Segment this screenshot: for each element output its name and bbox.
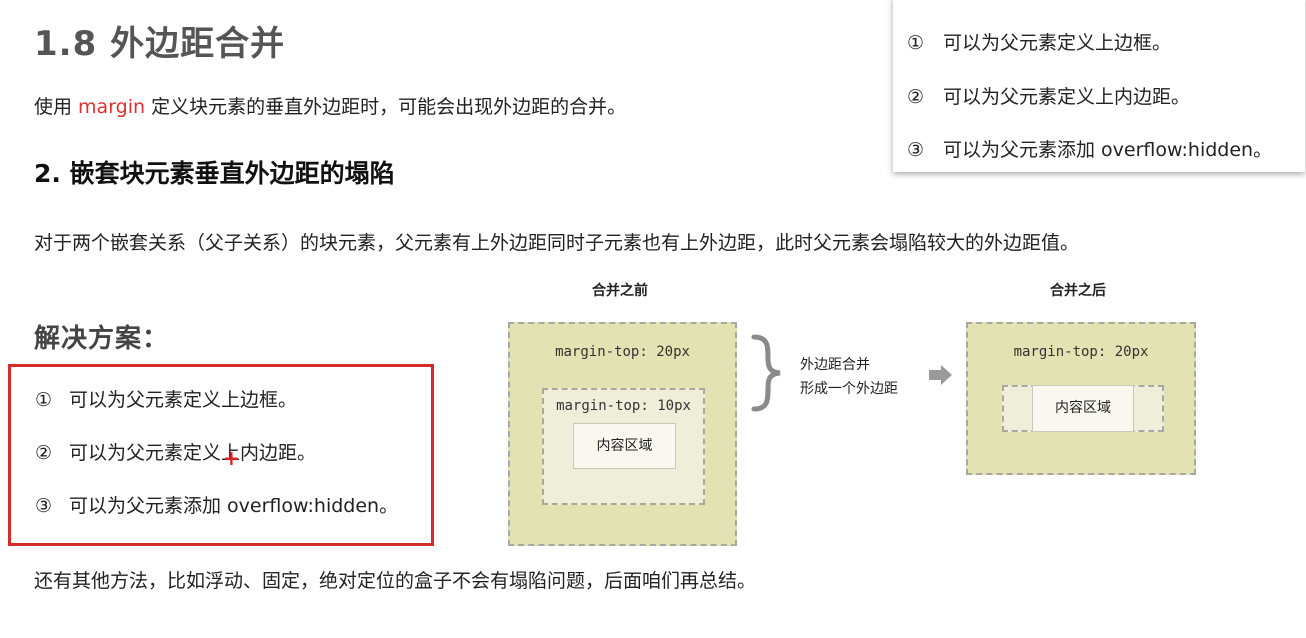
item-number: ②: [35, 442, 53, 464]
section-description: 对于两个嵌套关系（父子关系）的块元素，父元素有上外边距同时子元素也有上外边距，此…: [34, 232, 1080, 254]
intro-keyword: margin: [78, 96, 146, 118]
popup-item: ① 可以为父元素定义上边框。: [907, 28, 1171, 55]
popup-item: ③ 可以为父元素添加 overflow:hidden。: [907, 135, 1272, 162]
solution-title: 解决方案：: [34, 324, 170, 354]
before-inner-box: margin-top: 10px 内容区域: [542, 388, 705, 505]
item-text: 可以为父元素添加 overflow:hidden。: [69, 495, 399, 517]
arrow-right-icon: [929, 365, 952, 385]
after-inner-box: 内容区域: [1002, 385, 1164, 432]
solution-highlight-box: ① 可以为父元素定义上边框。 ② 可以为父元素定义上内边距。 ③ 可以为父元素添加 o…: [8, 364, 434, 546]
item-number: ②: [907, 86, 925, 108]
merge-caption: 外边距合并 形成一个外边距: [800, 353, 898, 401]
item-number: ③: [907, 139, 925, 161]
after-outer-margin-label: margin-top: 20px: [1013, 344, 1149, 360]
popup-panel: ① 可以为父元素定义上边框。 ② 可以为父元素定义上内边距。 ③ 可以为父元素添加 o…: [893, 0, 1305, 172]
item-text: 可以为父元素定义上内边距。: [69, 442, 317, 464]
footer-note: 还有其他方法，比如浮动、固定，绝对定位的盒子不会有塌陷问题，后面咱们再总结。: [34, 570, 757, 592]
intro-text: 使用 margin 定义块元素的垂直外边距时，可能会出现外边距的合并。: [34, 92, 626, 119]
item-number: ③: [35, 495, 53, 517]
after-content-area: 内容区域: [1032, 385, 1134, 432]
solution-item: ③ 可以为父元素添加 overflow:hidden。: [35, 491, 398, 518]
item-text: 可以为父元素定义上边框。: [943, 32, 1172, 54]
cursor-crosshair-icon: +: [223, 446, 240, 470]
item-number: ①: [35, 389, 53, 411]
item-text: 可以为父元素定义上边框。: [69, 389, 298, 411]
item-text: 可以为父元素添加 overflow:hidden。: [943, 139, 1273, 161]
intro-after: 定义块元素的垂直外边距时，可能会出现外边距的合并。: [145, 96, 627, 118]
section-title: 2. 嵌套块元素垂直外边距的塌陷: [34, 159, 395, 188]
page-title: 1.8 外边距合并: [34, 24, 286, 64]
before-content-area: 内容区域: [573, 423, 676, 469]
before-outer-box: margin-top: 20px margin-top: 10px 内容区域: [508, 322, 737, 546]
merge-caption-line2: 形成一个外边距: [800, 381, 898, 397]
popup-item: ② 可以为父元素定义上内边距。: [907, 82, 1190, 109]
after-outer-box: margin-top: 20px 内容区域: [966, 322, 1196, 475]
item-number: ①: [907, 32, 925, 54]
before-inner-margin-label: margin-top: 10px: [556, 398, 691, 414]
merge-caption-line1: 外边距合并: [800, 357, 870, 373]
solution-item: ① 可以为父元素定义上边框。: [35, 385, 297, 412]
solution-item: ② 可以为父元素定义上内边距。: [35, 438, 316, 465]
curly-brace-icon: [751, 334, 781, 412]
diagram-before-title: 合并之前: [592, 283, 648, 299]
item-text: 可以为父元素定义上内边距。: [943, 86, 1191, 108]
before-outer-margin-label: margin-top: 20px: [555, 344, 690, 360]
intro-before: 使用: [34, 96, 79, 118]
diagram-after-title: 合并之后: [1050, 283, 1106, 299]
